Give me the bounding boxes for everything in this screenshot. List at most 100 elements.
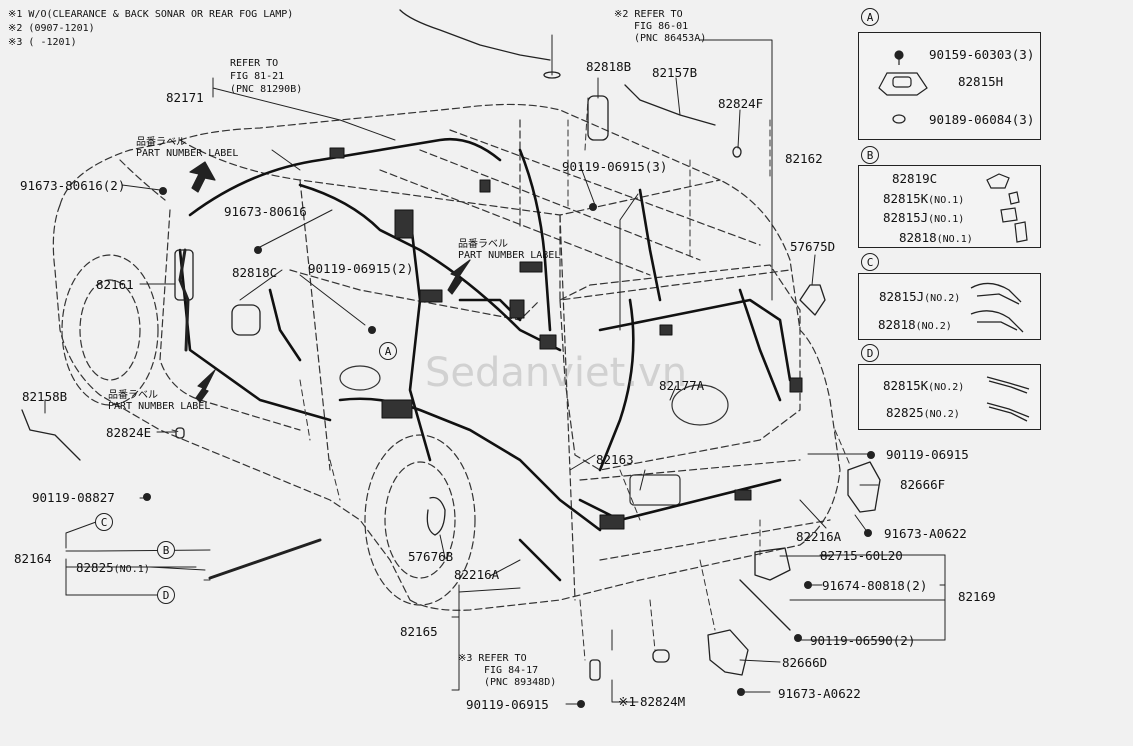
part-82216A-lower: 82216A (454, 567, 500, 582)
ref-8121-line2: FIG 81-21 (230, 71, 285, 82)
part-90119-06915-bottom: 90119-06915 (466, 697, 549, 712)
part-82666F: 82666F (900, 477, 946, 492)
ref-2-line1: ※2 REFER TO (614, 9, 683, 20)
part-82158B: 82158B (22, 389, 68, 404)
detail-panel-d: 82815K(NO.2) 82825(NO.2) (858, 364, 1041, 430)
part-90119-06915-2: 90119-06915(2) (308, 261, 414, 276)
part-82177A: 82177A (659, 378, 705, 393)
marker-d: D (157, 586, 175, 604)
part-91673-A0622-1: 91673-A0622 (884, 526, 967, 541)
part-91673-A0622-2: 91673-A0622 (778, 686, 861, 701)
detail-panel-b: 82819C 82815K(NO.1) 82815J(NO.1) 82818(N… (858, 165, 1041, 248)
part-82825-no1-number: 82825 (76, 560, 114, 575)
part-82818B: 82818B (586, 59, 632, 74)
panel-b-item-4-number: 82818 (899, 230, 937, 245)
part-57676B: 57676B (408, 549, 454, 564)
part-82824E: 82824E (106, 425, 152, 440)
part-82216A: 82216A (796, 529, 842, 544)
part-number-label-2: PART NUMBER LABEL (458, 250, 561, 261)
panel-a-letter: A (861, 8, 879, 26)
panel-c-item-1-suffix: (NO.2) (924, 293, 961, 304)
part-82824M: 82824M (640, 694, 686, 709)
panel-c-item-2: 82818(NO.2) (878, 318, 952, 332)
dashed-callouts (171, 97, 851, 661)
panel-b-letter: B (861, 146, 879, 164)
part-90119-06915-right: 90119-06915 (886, 447, 969, 462)
panel-c-item-2-suffix: (NO.2) (915, 321, 952, 332)
rear-door-panel (339, 264, 801, 506)
detail-panel-c: 82815J(NO.2) 82818(NO.2) (858, 273, 1041, 340)
part-82715-60L20: 82715-60L20 (820, 548, 903, 563)
part-82666D: 82666D (782, 655, 828, 670)
note-1: ※1 W/O(CLEARANCE & BACK SONAR OR REAR FO… (8, 9, 294, 20)
panel-b-parts (986, 173, 1028, 243)
part-82169: 82169 (958, 589, 996, 604)
note-2: ※2 (0907-1201) (8, 23, 95, 34)
part-82163: 82163 (596, 452, 634, 467)
panel-b-item-3-number: 82815J (883, 210, 929, 225)
jp-label-3: 品番ラベル (108, 390, 158, 401)
part-number-label-1: PART NUMBER LABEL (136, 148, 239, 159)
panel-d-item-1-suffix: (NO.2) (928, 382, 965, 393)
panel-d-item-1: 82815K(NO.2) (883, 379, 964, 393)
ref-2-line3: (PNC 86453A) (634, 33, 707, 44)
panel-d-item-2: 82825(NO.2) (886, 406, 960, 420)
detail-panel-a: 90159-60303(3) 82815H 90189-06084(3) (858, 32, 1041, 140)
ref-8121-line1: REFER TO (230, 58, 279, 69)
jp-label-1: 品番ラベル (136, 137, 186, 148)
panel-a-item-1: 90159-60303(3) (929, 47, 1035, 62)
part-82818C: 82818C (232, 265, 278, 280)
panel-c-letter: C (861, 253, 879, 271)
leader-lines (44, 34, 946, 705)
marker-a: A (379, 342, 397, 360)
panel-b-item-2-suffix: (NO.1) (928, 195, 965, 206)
part-90119-06915-3: 90119-06915(3) (562, 159, 668, 174)
ref-3-line1: ※3 REFER TO (458, 653, 527, 664)
label-arrows (189, 161, 471, 403)
panel-b-item-1: 82819C (892, 172, 937, 185)
part-82161: 82161 (96, 277, 134, 292)
wheels (61, 254, 476, 606)
panel-a-item-2: 82815H (958, 74, 1004, 89)
part-91673-80616-2: 91673-80616(2) (20, 178, 126, 193)
part-82164: 82164 (14, 551, 52, 566)
panel-d-item-2-number: 82825 (886, 405, 924, 420)
part-82165: 82165 (400, 624, 438, 639)
part-91674-80818-2: 91674-80818(2) (822, 578, 928, 593)
part-91673-80616: 91673-80616 (224, 204, 307, 219)
part-82825-no1: 82825(NO.1) (76, 561, 150, 575)
panel-b-item-2: 82815K(NO.1) (883, 192, 964, 206)
panel-d-item-2-suffix: (NO.2) (923, 409, 960, 420)
part-82824F: 82824F (718, 96, 764, 111)
ref-2-line2: FIG 86-01 (634, 21, 689, 32)
panel-d-parts (986, 376, 1030, 422)
ref-8121-line3: (PNC 81290B) (230, 84, 303, 95)
panel-b-item-2-number: 82815K (883, 191, 929, 206)
part-82162: 82162 (785, 151, 823, 166)
panel-b-item-4-suffix: (NO.1) (936, 234, 973, 245)
panel-c-item-1: 82815J(NO.2) (879, 290, 960, 304)
ref-3-line3: (PNC 89348D) (484, 677, 557, 688)
part-82171: 82171 (166, 90, 204, 105)
panel-a-item-3: 90189-06084(3) (929, 112, 1035, 127)
ref-3-line2: FIG 84-17 (484, 665, 539, 676)
vehicle-body-outline (52, 103, 841, 611)
panel-c-item-1-number: 82815J (879, 289, 925, 304)
panel-b-item-4: 82818(NO.1) (899, 231, 973, 245)
marker-b: B (157, 541, 175, 559)
panel-b-item-3-suffix: (NO.1) (928, 214, 965, 225)
panel-b-item-3: 82815J(NO.1) (883, 211, 964, 225)
panel-a-parts (878, 50, 928, 124)
connectors (329, 147, 803, 530)
panel-c-parts (970, 282, 1024, 333)
marker-c: C (95, 513, 113, 531)
watermark: Sedanviet.vn (425, 350, 688, 396)
part-number-label-3: PART NUMBER LABEL (108, 401, 211, 412)
panel-c-item-2-number: 82818 (878, 317, 916, 332)
note-3: ※3 ( -1201) (8, 37, 77, 48)
panel-d-item-1-number: 82815K (883, 378, 929, 393)
part-82157B: 82157B (652, 65, 698, 80)
part-90119-06590-2: 90119-06590(2) (810, 633, 916, 648)
